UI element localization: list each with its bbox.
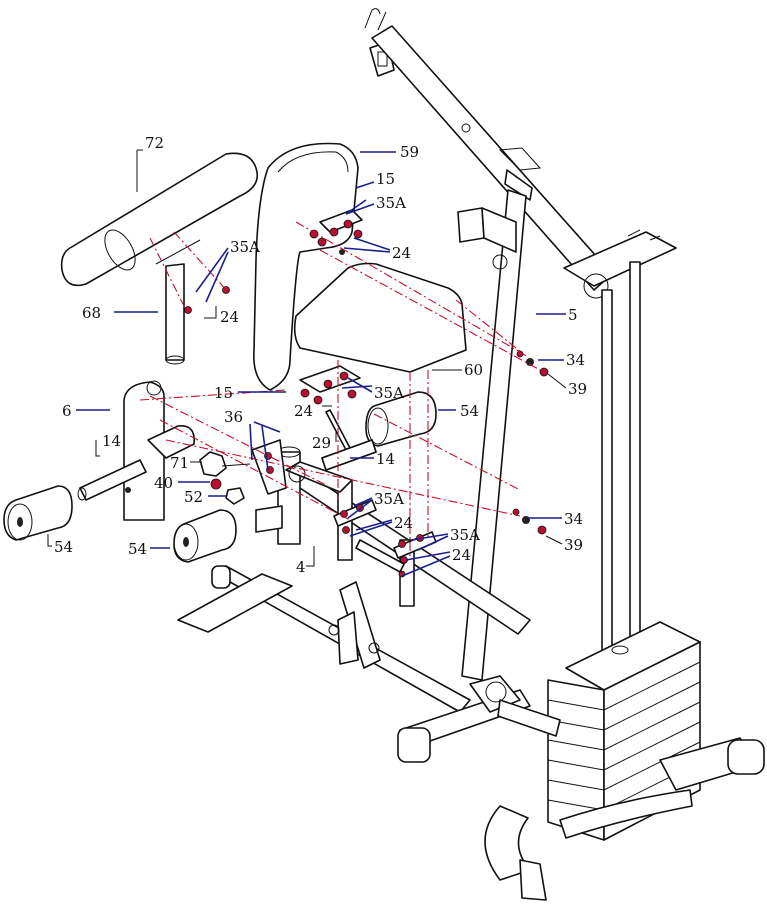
label-54-right: 54: [460, 402, 479, 420]
label-24-bottom: 24: [452, 546, 471, 564]
leg-arm-6: [77, 380, 195, 521]
roller-pad-54-left: [3, 485, 73, 541]
label-60: 60: [464, 361, 483, 379]
label-35a-bottom: 35A: [450, 526, 480, 544]
part-labels: 72 59 15 35A 24 35A 68 24 5 60 34 39 6 1…: [54, 134, 587, 576]
label-34-upper: 34: [566, 351, 585, 369]
main-frame: [364, 8, 613, 681]
label-39-upper: 39: [568, 380, 587, 398]
label-71: 71: [170, 454, 189, 472]
label-39-lower: 39: [564, 536, 583, 554]
label-24-pad: 24: [220, 308, 239, 326]
label-29: 29: [312, 434, 331, 452]
label-34-lower: 34: [564, 510, 583, 528]
label-6: 6: [62, 402, 72, 420]
knob-71: [199, 451, 251, 477]
nut-52: [225, 487, 245, 505]
assembly-lines: [139, 221, 541, 560]
label-24-lower: 24: [394, 514, 413, 532]
leader-lines: [47, 149, 567, 577]
label-59: 59: [400, 143, 419, 161]
seat-pad: [293, 262, 467, 373]
label-14-left: 14: [102, 432, 121, 450]
post-68: [155, 239, 230, 365]
label-5: 5: [568, 306, 578, 324]
side-hardware: [512, 350, 549, 535]
label-72: 72: [145, 134, 164, 152]
label-15-top: 15: [376, 170, 395, 188]
label-54-lower: 54: [128, 540, 147, 558]
label-68: 68: [82, 304, 101, 322]
weight-tower: [484, 229, 765, 901]
upper-pad-72: [60, 152, 259, 287]
label-35a-top: 35A: [376, 194, 406, 212]
washer-40: [210, 478, 222, 490]
label-4: 4: [296, 558, 306, 576]
label-24-seat: 24: [294, 402, 313, 420]
backrest-pad: [253, 142, 359, 391]
label-52: 52: [184, 488, 203, 506]
label-14-right: 14: [376, 450, 395, 468]
backrest-bracket: [309, 209, 363, 255]
label-15-seat: 15: [214, 384, 233, 402]
label-40: 40: [154, 474, 173, 492]
label-35a-pad: 35A: [230, 238, 260, 256]
label-35a-lower: 35A: [374, 490, 404, 508]
label-35a-seat: 35A: [374, 384, 404, 402]
label-54-left: 54: [54, 538, 73, 556]
label-24-top: 24: [392, 244, 411, 262]
tube-14-right: [321, 439, 377, 471]
roller-pad-54-lower: [173, 509, 237, 563]
label-36: 36: [224, 408, 243, 426]
